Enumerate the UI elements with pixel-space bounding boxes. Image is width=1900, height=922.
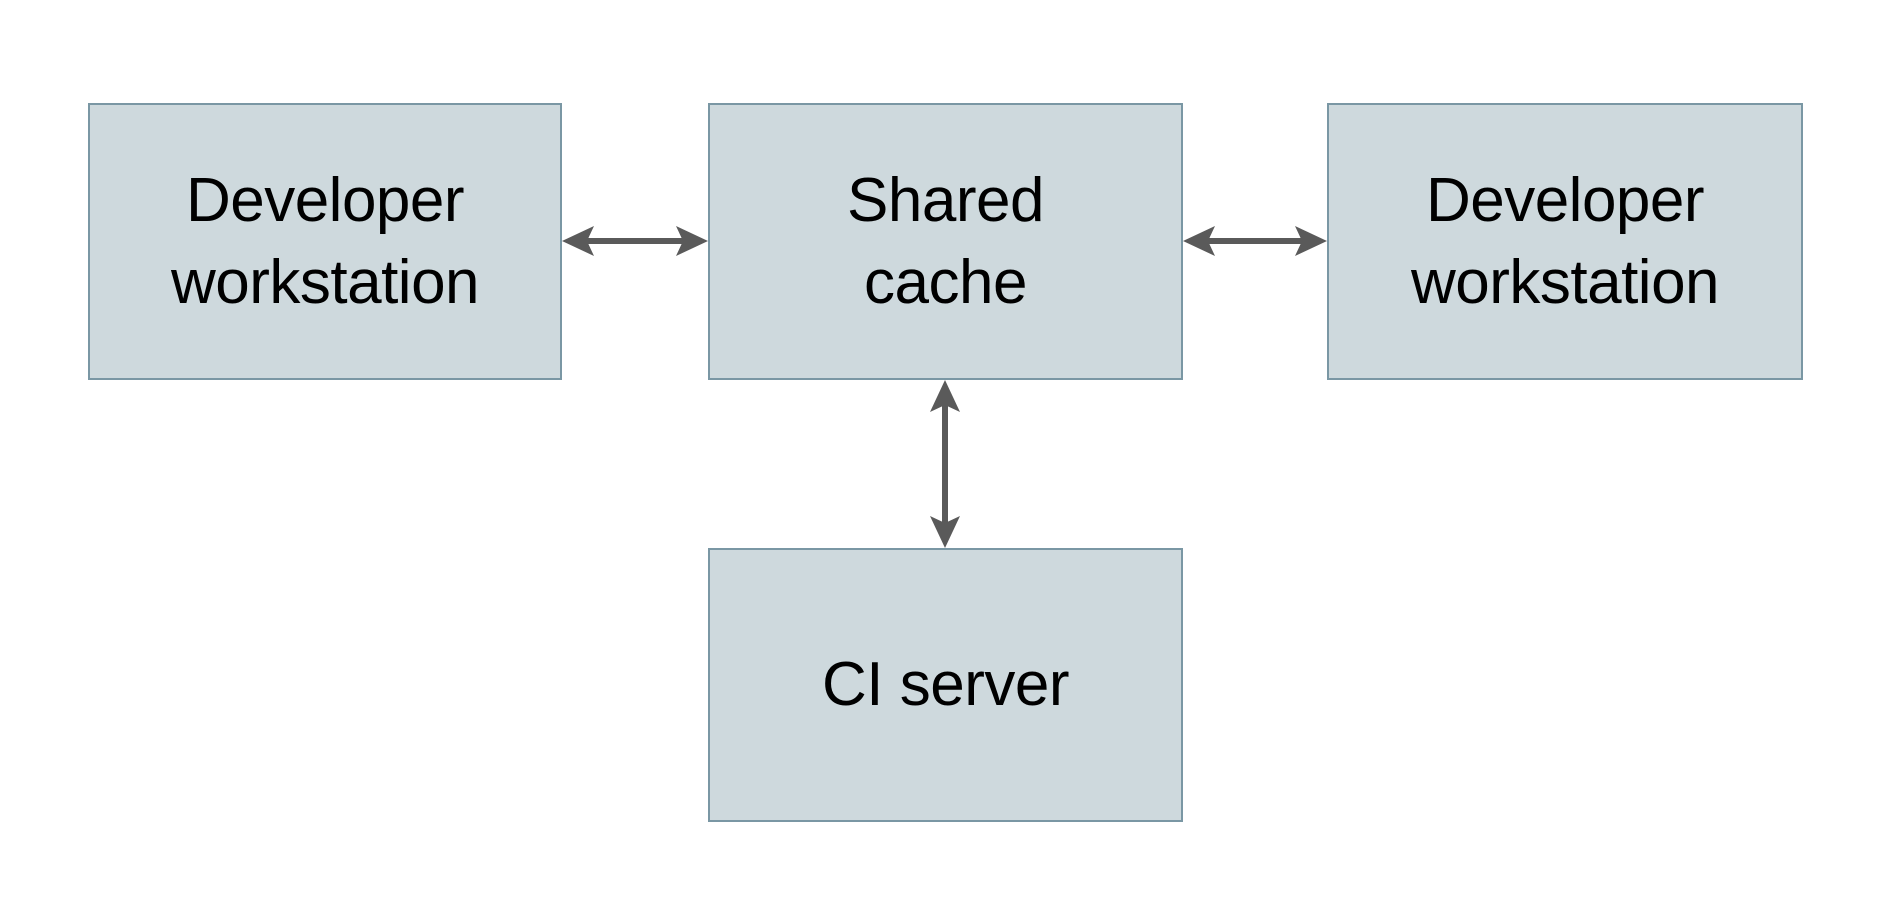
node-developer-workstation-left[interactable]: Developer workstation [88,103,562,380]
node-label: Developer workstation [170,165,480,317]
node-label: Developer workstation [1410,165,1720,317]
node-developer-workstation-right[interactable]: Developer workstation [1327,103,1803,380]
node-label: Shared cache [847,165,1044,317]
connector-cache-to-ci-bidirectional-arrow[interactable] [909,374,981,554]
node-ci-server[interactable]: CI server [708,548,1183,822]
node-label: CI server [822,650,1069,720]
connector-cache-to-dev-right-bidirectional-arrow[interactable] [1177,205,1333,277]
node-shared-cache[interactable]: Shared cache [708,103,1183,380]
connector-dev-left-to-cache-bidirectional-arrow[interactable] [556,205,714,277]
